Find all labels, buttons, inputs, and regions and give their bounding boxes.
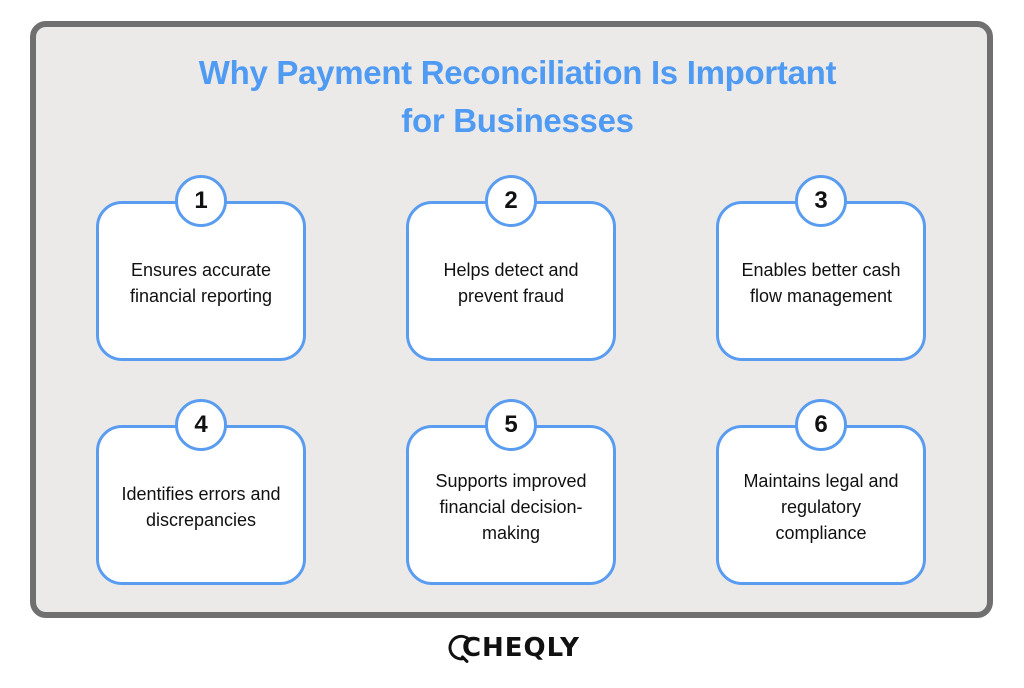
card-text: Maintains legal and regulatory complianc… bbox=[743, 471, 899, 543]
card-text: Supports improved financial decision-mak… bbox=[435, 471, 587, 543]
card-4: Identifies errors and discrepancies bbox=[96, 425, 306, 585]
page-title: Why Payment Reconciliation Is Important … bbox=[36, 49, 999, 145]
title-line-1: Why Payment Reconciliation Is Important bbox=[198, 54, 837, 91]
number-badge-3: 3 bbox=[795, 175, 847, 227]
card-2: Helps detect and prevent fraud bbox=[406, 201, 616, 361]
number-badge-5: 5 bbox=[485, 399, 537, 451]
number-badge-1: 1 bbox=[175, 175, 227, 227]
title-line-2: for Businesses bbox=[401, 102, 634, 139]
logo-c-icon bbox=[448, 634, 470, 663]
number-badge-6: 6 bbox=[795, 399, 847, 451]
logo-text: CHEQLY bbox=[461, 633, 580, 663]
card-text: Ensures accurate financial reporting bbox=[129, 260, 273, 306]
number-badge-4: 4 bbox=[175, 399, 227, 451]
cheqly-logo: CHEQLY bbox=[446, 628, 580, 668]
card-text: Enables better cash flow management bbox=[741, 260, 901, 306]
card-5: Supports improved financial decision-mak… bbox=[406, 425, 616, 585]
card-text: Helps detect and prevent fraud bbox=[443, 260, 579, 306]
number-badge-2: 2 bbox=[485, 175, 537, 227]
card-6: Maintains legal and regulatory complianc… bbox=[716, 425, 926, 585]
card-text: Identifies errors and discrepancies bbox=[121, 484, 281, 530]
